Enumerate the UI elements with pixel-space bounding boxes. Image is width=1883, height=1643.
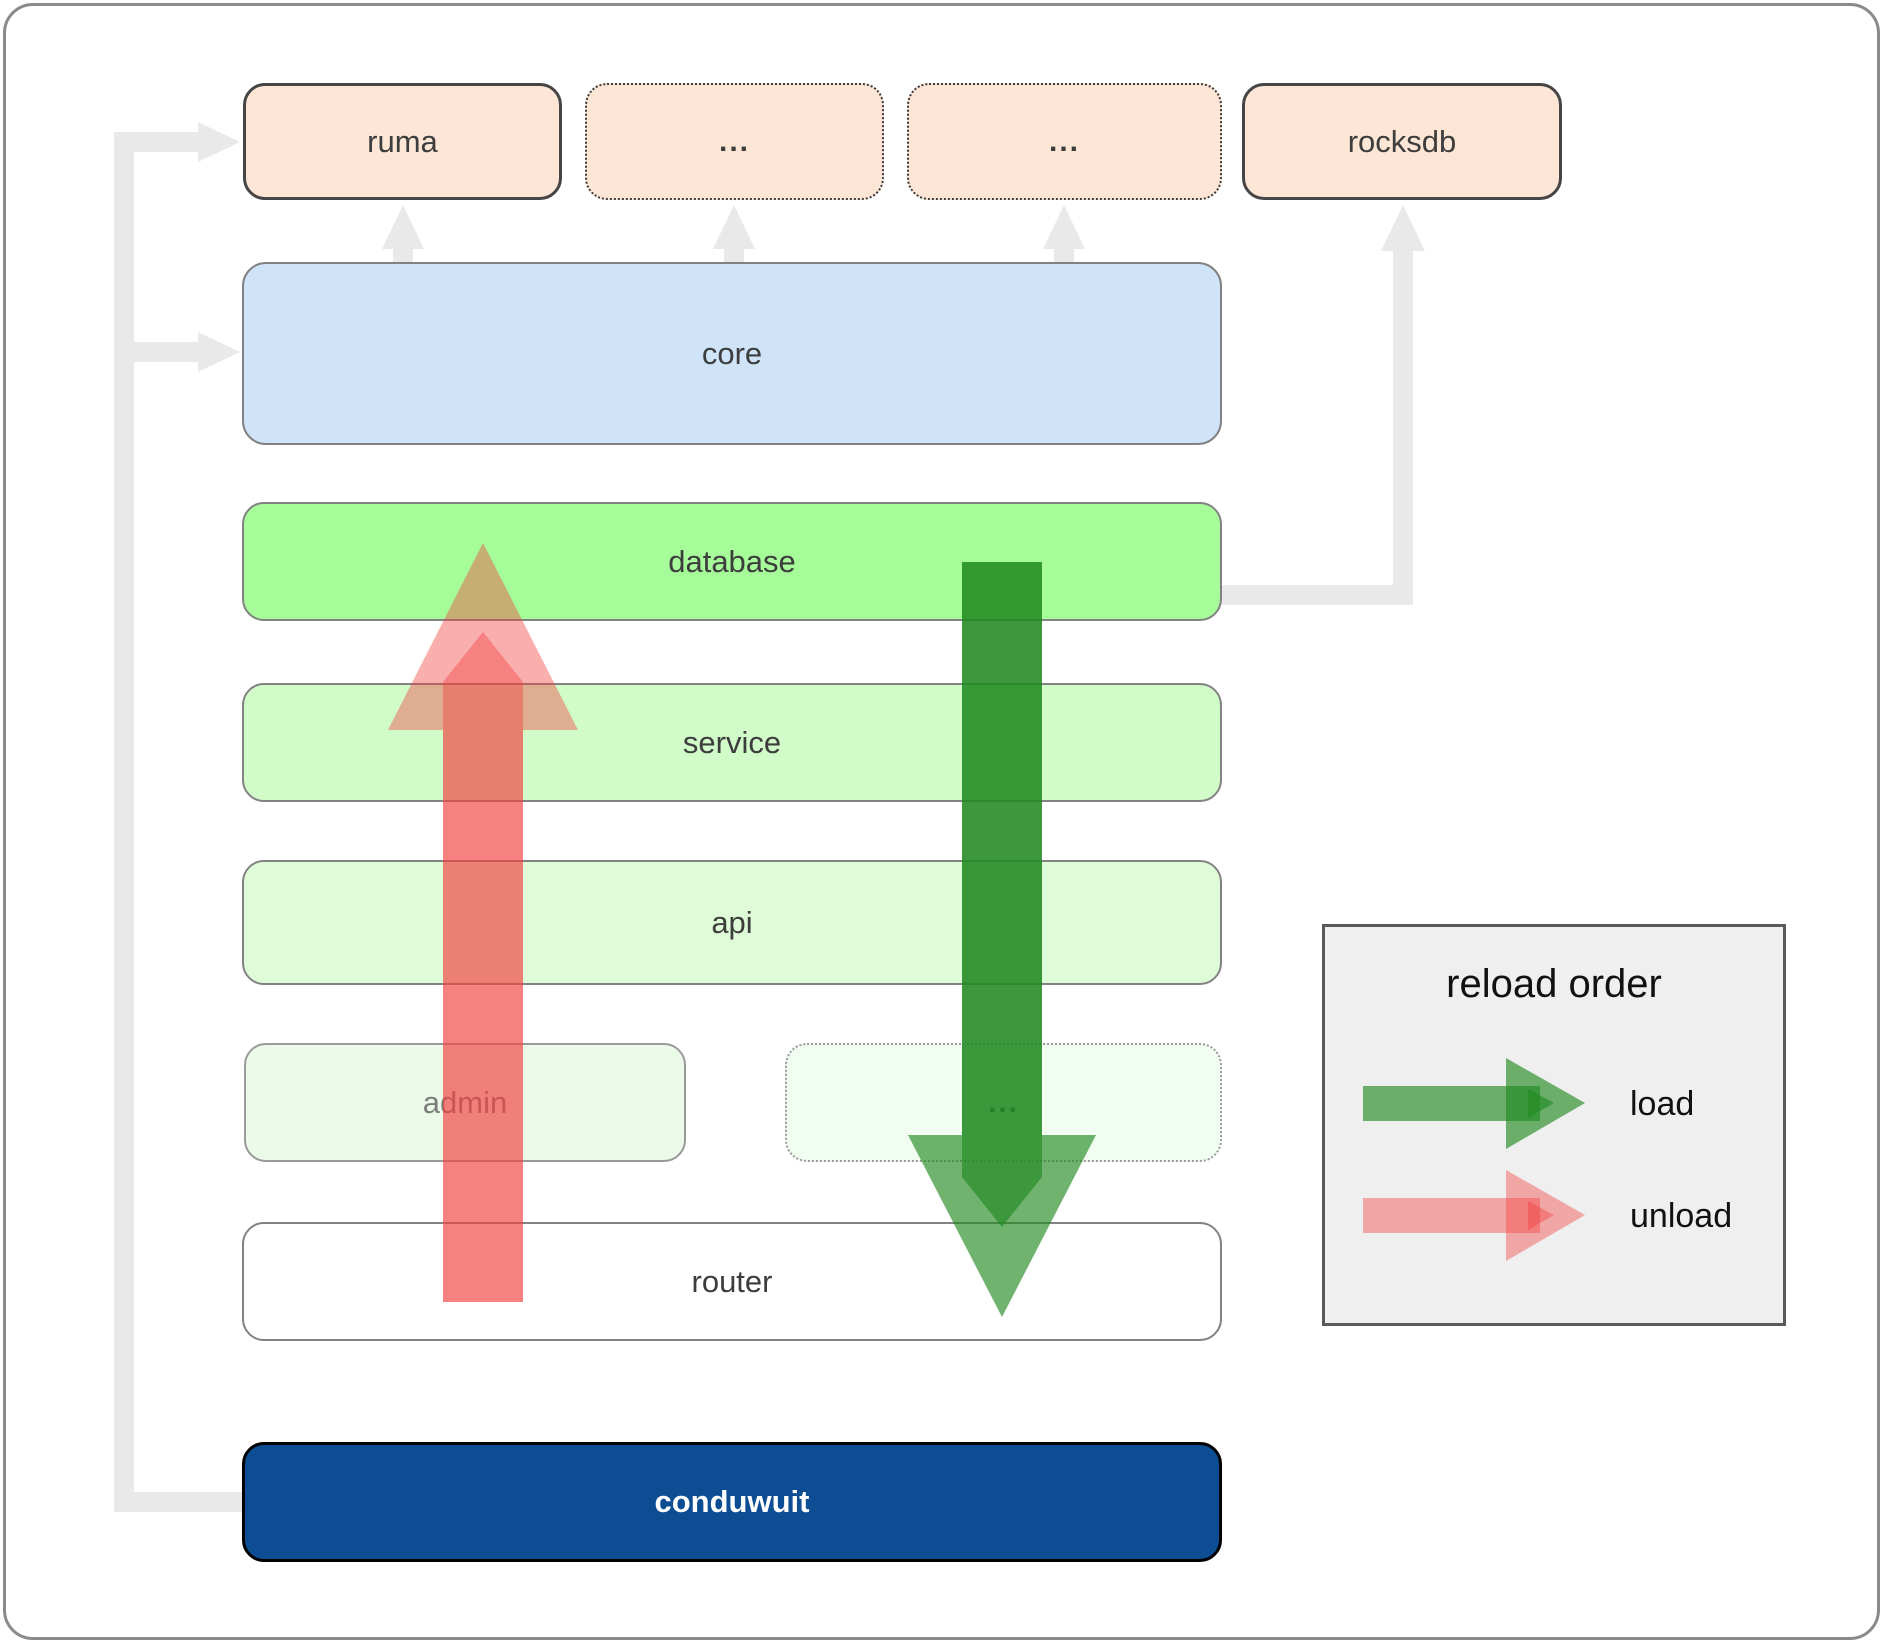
legend-load-label: load xyxy=(1630,1085,1695,1123)
legend-unload-label: unload xyxy=(1630,1197,1733,1235)
node-database: database xyxy=(242,502,1222,621)
node-ellipsis-top-1-label: ... xyxy=(718,124,750,158)
diagram-outer-frame xyxy=(3,3,1880,1640)
node-admin-label: admin xyxy=(422,1084,508,1120)
node-conduwuit: conduwuit xyxy=(242,1442,1222,1562)
node-core-label: core xyxy=(701,335,763,371)
node-ellipsis-admin-row: ... xyxy=(785,1043,1222,1162)
node-ellipsis-top-2: ... xyxy=(907,83,1222,200)
node-ellipsis-admin-row-label: ... xyxy=(987,1085,1019,1119)
node-api: api xyxy=(242,860,1222,985)
node-rocksdb-label: rocksdb xyxy=(1347,123,1457,159)
node-router: router xyxy=(242,1222,1222,1341)
node-api-label: api xyxy=(711,904,753,940)
node-database-label: database xyxy=(668,543,796,579)
node-admin: admin xyxy=(244,1043,686,1162)
node-rocksdb: rocksdb xyxy=(1242,83,1562,200)
node-ruma-label: ruma xyxy=(367,123,438,159)
node-router-label: router xyxy=(691,1263,773,1299)
node-ellipsis-top-1: ... xyxy=(585,83,884,200)
node-conduwuit-label: conduwuit xyxy=(654,1484,810,1519)
node-ellipsis-top-2-label: ... xyxy=(1048,124,1080,158)
node-ruma: ruma xyxy=(243,83,562,200)
node-service-label: service xyxy=(682,724,782,760)
legend-title: reload order xyxy=(1446,962,1662,1006)
node-core: core xyxy=(242,262,1222,445)
node-service: service xyxy=(242,683,1222,802)
